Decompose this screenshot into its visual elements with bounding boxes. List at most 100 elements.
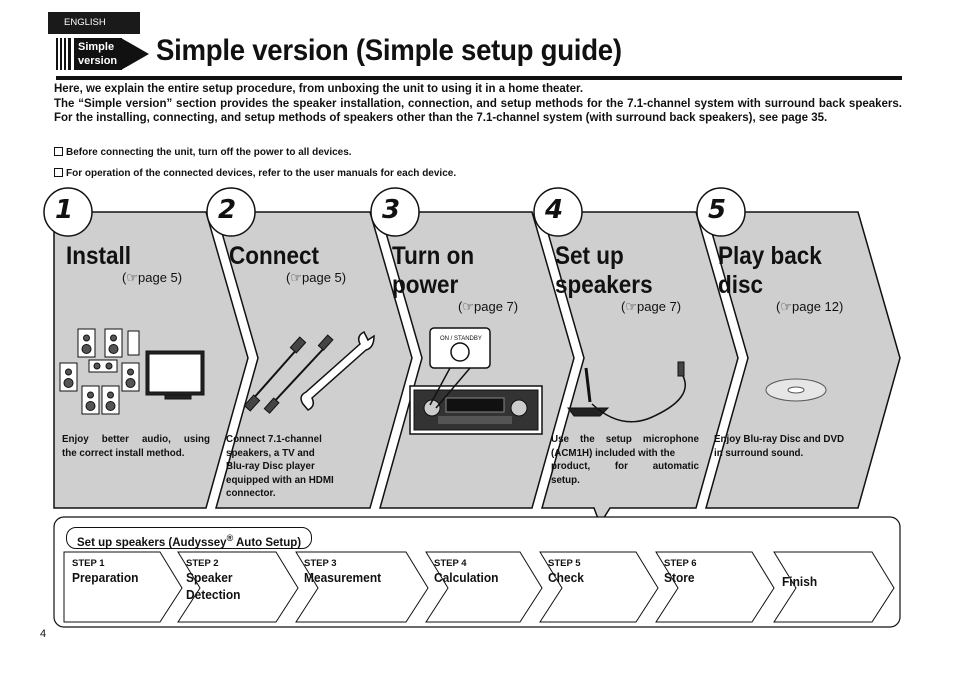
desc-line: setup. xyxy=(551,474,580,486)
aud-step-5-shape xyxy=(539,551,659,623)
aud-step-label: STEP 4 xyxy=(434,558,467,569)
aud-step-7-shape xyxy=(773,551,895,623)
badge-line-2: version xyxy=(78,55,118,67)
panel-desc-2: Connect 7.1-channel speakers, a TV and B… xyxy=(226,433,366,501)
registered-mark: ® xyxy=(226,533,234,543)
language-tab: ENGLISH xyxy=(48,12,140,34)
aud-step-1: STEP 1 Preparation xyxy=(72,558,144,586)
panel-title-play-back-disc: Play back disc xyxy=(718,242,822,300)
desc-line: Enjoy Blu-ray Disc and DVD xyxy=(714,434,845,445)
page-number: 4 xyxy=(40,628,47,640)
aud-step-6-shape xyxy=(655,551,775,623)
intro-line-1: Here, we explain the entire setup proced… xyxy=(54,83,584,95)
page-ref-5[interactable]: (☞page 12) xyxy=(776,299,844,314)
desc-line: speakers, a TV and xyxy=(226,447,315,459)
page-ref-2[interactable]: (☞page 5) xyxy=(286,270,347,285)
panel-title-line: speakers xyxy=(555,271,653,299)
badge-stripes-icon xyxy=(56,38,71,70)
step-number-4: 4 xyxy=(545,195,564,225)
page-ref-1[interactable]: (☞page 5) xyxy=(122,270,183,285)
desc-line: connector. xyxy=(226,488,276,499)
aud-step-2: STEP 2 Speaker Detection xyxy=(186,558,245,603)
aud-step-6: STEP 6 Store xyxy=(664,558,697,586)
section-badge: Simple version xyxy=(74,38,122,70)
panel-desc-5: Enjoy Blu-ray Disc and DVD in surround s… xyxy=(714,433,864,460)
page-pointer-icon: ☞ xyxy=(126,270,138,285)
av-receiver-icon xyxy=(409,327,543,435)
aud-step-4: STEP 4 Calculation xyxy=(434,558,504,586)
aud-step-name: Calculation xyxy=(434,570,499,585)
panel-title-line: Set up xyxy=(555,242,624,270)
step-circles xyxy=(43,187,746,237)
aud-step-5: STEP 5 Check xyxy=(548,558,587,586)
aud-step-name: Measurement xyxy=(304,570,382,585)
panel-desc-1: Enjoy better audio, using the correct in… xyxy=(62,433,210,460)
audyssey-label: Set up speakers (Audyssey® Auto Setup) xyxy=(66,527,313,549)
aud-step-label: STEP 2 xyxy=(186,558,219,569)
page-pointer-icon: ☞ xyxy=(462,299,474,314)
page-pointer-icon: ☞ xyxy=(625,299,637,314)
note-2: For operation of the connected devices, … xyxy=(54,168,456,179)
aud-step-1-shape xyxy=(63,551,183,623)
step-number-5: 5 xyxy=(708,195,727,225)
desc-line: Enjoy better audio, using xyxy=(62,434,210,445)
aud-step-name: Detection xyxy=(186,587,241,602)
aud-step-name: Finish xyxy=(782,574,818,589)
intro-text: Here, we explain the entire setup proced… xyxy=(54,82,902,126)
panel-4-shape xyxy=(541,211,739,526)
badge-line-1: Simple xyxy=(78,41,115,53)
panel-title-line: Connect xyxy=(229,242,319,270)
panel-title-line: disc xyxy=(718,271,764,299)
desc-line: Blu-ray Disc player xyxy=(226,461,315,472)
aud-step-label: STEP 5 xyxy=(548,558,581,569)
note-text: Before connecting the unit, turn off the… xyxy=(66,147,352,158)
on-standby-label: ON / STANDBY xyxy=(440,336,482,342)
desc-line: product, for automatic xyxy=(551,461,699,472)
desc-line: Use the setup microphone xyxy=(551,434,699,445)
page-ref-text: page 7 xyxy=(637,299,677,314)
disc-icon xyxy=(765,378,827,402)
desc-line: the correct install method. xyxy=(62,447,185,459)
desc-line: (ACM1H) included with the xyxy=(551,447,676,459)
aud-step-3: STEP 3 Measurement xyxy=(304,558,388,586)
step-number-3: 3 xyxy=(382,195,401,225)
panel-title-connect: Connect xyxy=(229,242,319,271)
aud-step-label: STEP 1 xyxy=(72,558,105,569)
aud-step-name: Check xyxy=(548,570,584,585)
panel-title-turn-on-power: Turn on power xyxy=(392,242,474,300)
panel-desc-4: Use the setup microphone (ACM1H) include… xyxy=(551,433,699,487)
speakers-tv-icon xyxy=(59,328,205,415)
page-title: Simple version (Simple setup guide) xyxy=(156,34,622,67)
aud-step-finish: Finish xyxy=(782,573,820,590)
desc-line: in surround sound. xyxy=(714,447,804,459)
badge-arrow xyxy=(121,38,149,70)
desc-line: Connect 7.1-channel xyxy=(226,434,322,445)
panel-title-line: Turn on xyxy=(392,242,475,270)
note-text: For operation of the connected devices, … xyxy=(66,168,457,179)
aud-step-4-shape xyxy=(425,551,543,623)
page-pointer-icon: ☞ xyxy=(780,299,792,314)
page-ref-text: page 5 xyxy=(138,270,178,285)
panel-title-line: Install xyxy=(66,242,132,270)
panel-5-shape xyxy=(705,211,901,509)
page-ref-3[interactable]: (☞page 7) xyxy=(458,299,519,314)
step-number-2: 2 xyxy=(218,195,237,225)
page-pointer-icon: ☞ xyxy=(290,270,302,285)
aud-step-name: Preparation xyxy=(72,570,139,585)
intro-line-2: The “Simple version” section provides th… xyxy=(54,97,902,125)
step-number-1: 1 xyxy=(55,195,74,225)
note-1: Before connecting the unit, turn off the… xyxy=(54,147,352,158)
audyssey-label-end: Auto Setup) xyxy=(233,536,302,549)
aud-step-2-shape xyxy=(177,551,299,623)
panel-title-install: Install xyxy=(66,242,131,271)
setup-microphone-icon xyxy=(567,361,687,423)
panel-title-set-up-speakers: Set up speakers xyxy=(555,242,653,300)
page-ref-text: page 12 xyxy=(792,299,839,314)
page-ref-4[interactable]: (☞page 7) xyxy=(621,299,682,314)
aud-step-name: Speaker xyxy=(186,570,233,585)
aud-step-label: STEP 6 xyxy=(664,558,697,569)
cables-icon xyxy=(243,330,375,414)
page-ref-text: page 5 xyxy=(302,270,342,285)
checkbox-icon xyxy=(54,168,63,177)
